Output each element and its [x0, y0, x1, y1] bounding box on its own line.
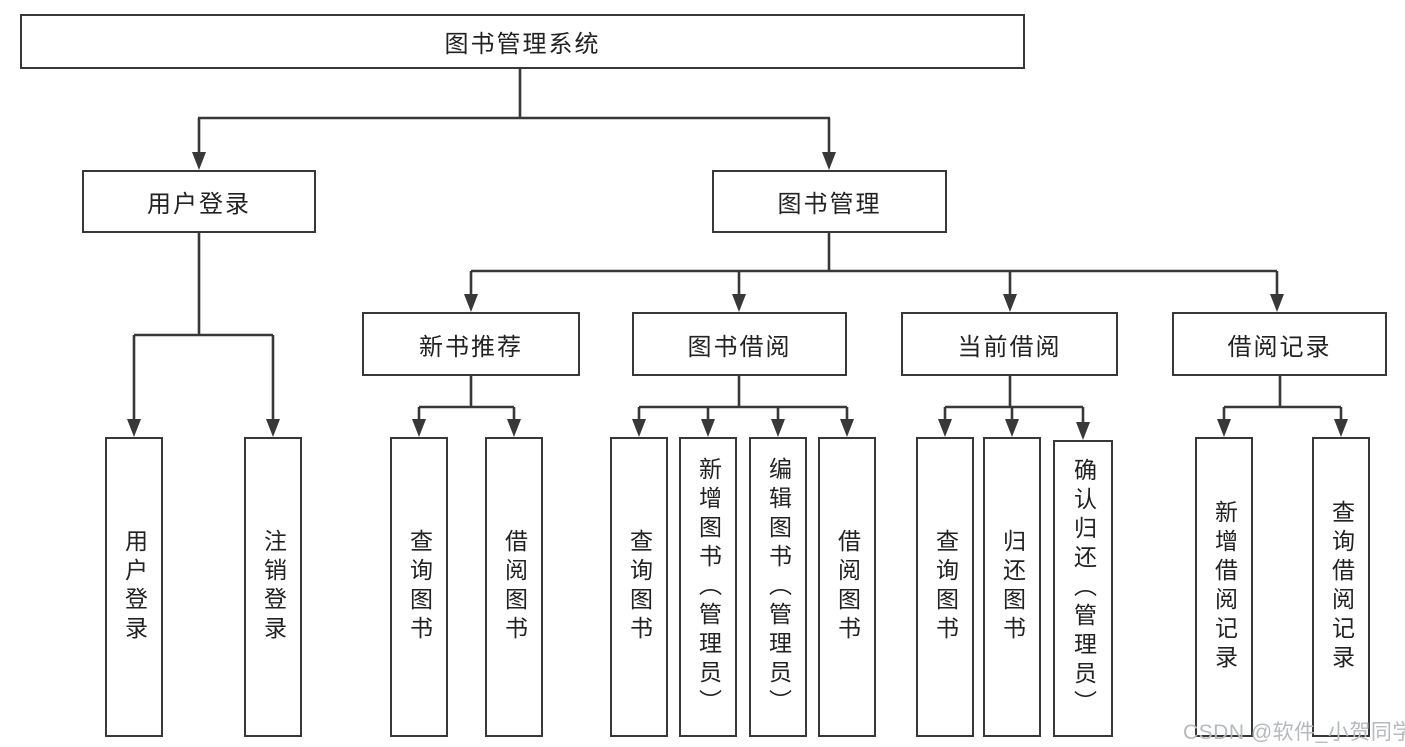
node-borrow-records-label: 借阅记录	[1227, 333, 1332, 361]
leaf-return-book-label: 归还图书	[999, 529, 1026, 645]
leaf-logout-label: 注销登录	[260, 529, 287, 645]
node-book-borrow: 图书借阅	[632, 312, 847, 376]
leaf-rec-query-book-label: 查询图书	[406, 529, 433, 645]
connector-new-book-rec-to-leaves	[412, 376, 521, 437]
connector-book-mgmt-to-level3	[464, 233, 1284, 312]
connector-user-login-to-leaves	[127, 233, 280, 437]
leaf-add-book-admin: 新增图书（管理员）	[679, 437, 737, 737]
node-current-borrow-label: 当前借阅	[957, 333, 1062, 361]
leaf-add-borrow-record-label: 新增借阅记录	[1211, 500, 1238, 674]
node-user-login-label: 用户登录	[147, 191, 251, 218]
leaf-edit-book-admin-label: 编辑图书（管理员）	[765, 456, 792, 718]
leaf-confirm-return-admin-label: 确认归还（管理员）	[1070, 458, 1097, 719]
leaf-confirm-return-admin: 确认归还（管理员）	[1053, 440, 1113, 737]
leaf-current-query-book: 查询图书	[916, 437, 974, 737]
node-new-book-rec-label: 新书推荐	[419, 333, 523, 361]
leaf-user-login-label: 用户登录	[121, 529, 148, 645]
node-book-borrow-label: 图书借阅	[687, 333, 792, 361]
leaf-add-book-admin-label: 新增图书（管理员）	[695, 456, 722, 718]
node-root-label: 图书管理系统	[444, 31, 601, 58]
leaf-rec-query-book: 查询图书	[390, 437, 448, 737]
node-root: 图书管理系统	[20, 14, 1025, 69]
leaf-edit-book-admin: 编辑图书（管理员）	[749, 437, 807, 737]
connector-book-borrow-to-leaves	[632, 376, 854, 437]
connector-root-to-level2	[192, 68, 836, 170]
connector-current-borrow-to-leaves	[938, 376, 1090, 440]
node-user-login: 用户登录	[82, 170, 316, 233]
leaf-borrow-query-book: 查询图书	[610, 437, 668, 737]
leaf-borrow-query-book-label: 查询图书	[626, 529, 653, 645]
node-current-borrow: 当前借阅	[901, 312, 1118, 376]
node-new-book-rec: 新书推荐	[362, 312, 580, 376]
leaf-query-borrow-record: 查询借阅记录	[1312, 437, 1370, 737]
leaf-add-borrow-record: 新增借阅记录	[1195, 437, 1253, 737]
node-book-mgmt-label: 图书管理	[777, 191, 882, 218]
node-borrow-records: 借阅记录	[1172, 312, 1387, 376]
leaf-logout: 注销登录	[244, 437, 302, 737]
watermark: CSDN @软件_小贺同学	[1183, 721, 1405, 744]
leaf-query-borrow-record-label: 查询借阅记录	[1328, 500, 1355, 674]
leaf-current-query-book-label: 查询图书	[932, 529, 959, 645]
leaf-return-book: 归还图书	[983, 437, 1041, 737]
connector-borrow-records-to-leaves	[1217, 376, 1348, 437]
leaf-borrow-book: 借阅图书	[818, 437, 876, 737]
leaf-rec-borrow-book-label: 借阅图书	[501, 529, 528, 645]
leaf-rec-borrow-book: 借阅图书	[485, 437, 543, 737]
leaf-user-login: 用户登录	[105, 437, 163, 737]
node-book-mgmt: 图书管理	[712, 170, 947, 233]
leaf-borrow-book-label: 借阅图书	[834, 529, 861, 645]
